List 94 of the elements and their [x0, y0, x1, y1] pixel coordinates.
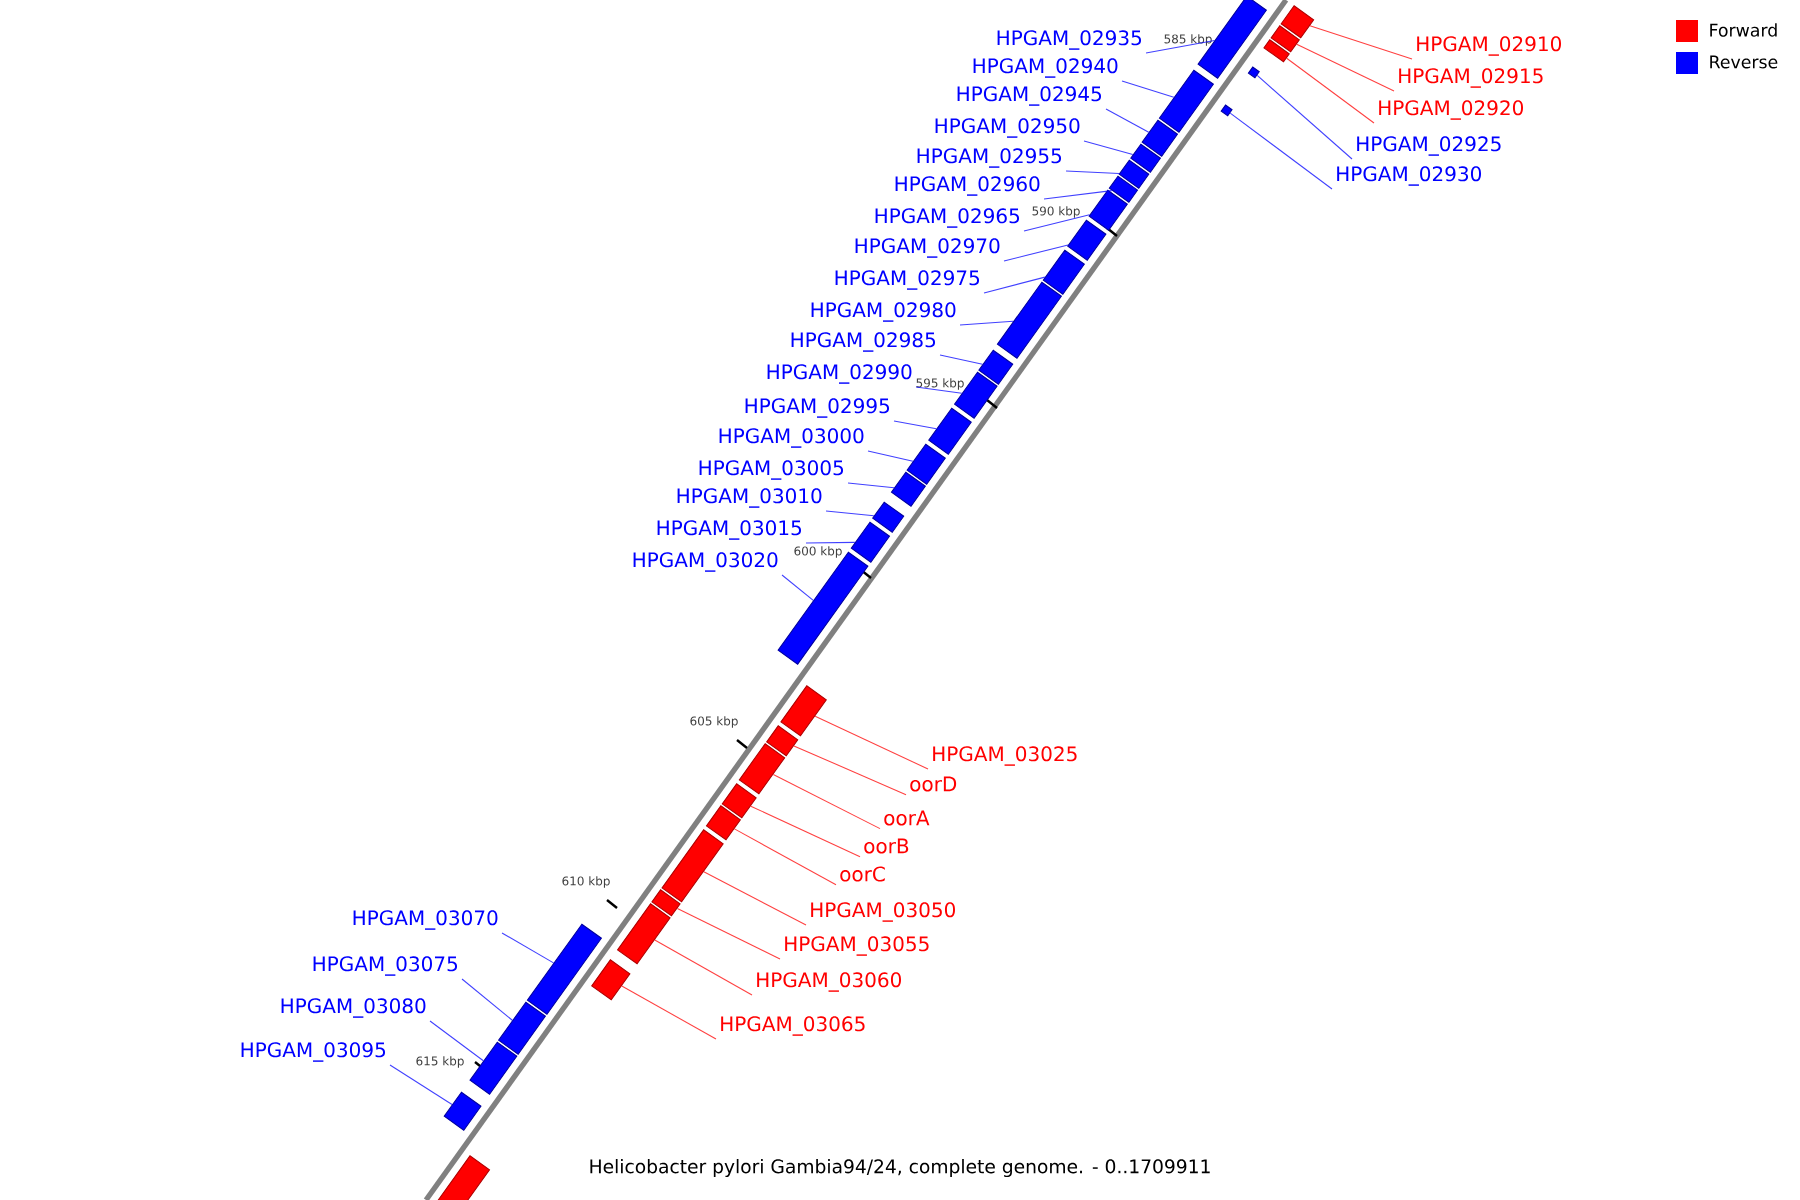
gene-block: [661, 829, 724, 903]
gene-block: [872, 501, 905, 533]
gene-label: HPGAM_03000: [719, 428, 864, 448]
leader-line: [893, 420, 937, 430]
leader-line: [1229, 112, 1333, 190]
leader-line: [793, 745, 907, 796]
gene-label: HPGAM_03065: [721, 1016, 865, 1036]
gene-block: [1220, 104, 1233, 117]
gene-label: HPGAM_03055: [785, 936, 929, 956]
gene-label: HPGAM_02945: [957, 86, 1102, 106]
leader-line: [654, 939, 753, 996]
gene-label: oorA: [884, 810, 930, 826]
gene-label: HPGAM_02990: [767, 364, 912, 384]
leader-line: [983, 276, 1046, 294]
leader-line: [915, 386, 963, 394]
gene-block: [1118, 159, 1150, 189]
gene-label: HPGAM_02925: [1357, 136, 1501, 156]
gene-block: [443, 1091, 482, 1131]
gene-block: [616, 903, 671, 965]
gene-label: HPGAM_02965: [875, 208, 1020, 228]
leader-line: [429, 1020, 484, 1062]
gene-label: HPGAM_02935: [997, 30, 1142, 50]
caption: Helicobacter pylori Gambia94/24, complete genome. - 0..1709911: [590, 1159, 1210, 1178]
leader-line: [847, 482, 895, 489]
gene-label: HPGAM_02980: [811, 302, 956, 322]
leader-line: [1003, 244, 1069, 262]
gene-label: HPGAM_03075: [313, 956, 457, 976]
gene-label: HPGAM_03095: [241, 1042, 385, 1062]
gene-block: [1067, 219, 1107, 261]
gene-block: [738, 743, 786, 795]
gene-label: HPGAM_03015: [657, 520, 802, 540]
legend-label: Forward: [1710, 23, 1777, 37]
leader-line: [939, 354, 983, 365]
leader-line: [703, 871, 807, 926]
leader-line: [781, 574, 814, 601]
leader-line: [733, 828, 837, 886]
leader-line: [1296, 43, 1395, 92]
gene-label: HPGAM_02930: [1337, 166, 1481, 186]
gene-label: HPGAM_03010: [677, 488, 822, 508]
leader-line: [1309, 25, 1413, 60]
gene-label: oorC: [840, 866, 885, 882]
gene-block: [1270, 25, 1300, 53]
leader-line: [772, 774, 881, 830]
gene-label: HPGAM_03070: [353, 910, 498, 930]
gene-label: HPGAM_03020: [633, 552, 778, 572]
leader-line: [676, 907, 781, 960]
gene-block: [1263, 39, 1290, 63]
leader-line: [501, 932, 555, 964]
gene-label: HPGAM_02960: [895, 176, 1040, 196]
legend-label: Reverse: [1710, 55, 1778, 69]
gene-label: HPGAM_03005: [699, 460, 844, 480]
leader-line: [1043, 190, 1113, 200]
gene-label: HPGAM_02920: [1379, 100, 1523, 120]
gene-label: HPGAM_02940: [973, 58, 1118, 78]
gene-block: [1280, 5, 1315, 39]
gene-label: HPGAM_02970: [855, 238, 1000, 258]
leader-line: [814, 715, 929, 770]
gene-label: HPGAM_03080: [281, 998, 426, 1018]
leader-line: [1256, 74, 1353, 160]
gene-label: HPGAM_02985: [791, 332, 936, 352]
leader-line: [621, 985, 717, 1040]
gene-block: [766, 725, 799, 757]
gene-label: HPGAM_02910: [1417, 36, 1561, 56]
gene-block: [591, 959, 631, 1001]
leader-line: [1023, 214, 1090, 232]
leader-line: [1105, 108, 1150, 133]
gene-label: HPGAM_02955: [917, 148, 1062, 168]
leader-line: [825, 510, 875, 517]
leader-line: [867, 450, 914, 462]
leader-line: [959, 320, 1014, 326]
leader-line: [1121, 80, 1175, 98]
leader-line: [461, 978, 513, 1021]
gene-label: HPGAM_02975: [835, 270, 980, 290]
leader-line: [1065, 170, 1120, 175]
leader-line: [1083, 140, 1134, 156]
gene-label: oorD: [910, 776, 957, 792]
leader-line: [389, 1064, 453, 1105]
gene-block: [651, 889, 681, 917]
gene-block: [780, 685, 827, 737]
gene-block: [928, 407, 972, 455]
gene-label: HPGAM_03060: [757, 972, 901, 992]
leader-line: [805, 541, 856, 544]
gene-block: [469, 1041, 518, 1095]
leader-line: [750, 805, 861, 858]
gene-label: HPGAM_02915: [1399, 68, 1543, 88]
gene-label: HPGAM_02995: [745, 398, 890, 418]
gene-label: HPGAM_03025: [933, 746, 1077, 766]
gene-block: [978, 349, 1014, 385]
gene-label: HPGAM_03050: [811, 902, 955, 922]
gene-block: [1247, 66, 1260, 79]
gene-label: HPGAM_02950: [935, 118, 1080, 138]
gene-block: [721, 783, 757, 819]
gene-label: oorB: [864, 838, 909, 854]
leader-line: [1286, 57, 1375, 124]
